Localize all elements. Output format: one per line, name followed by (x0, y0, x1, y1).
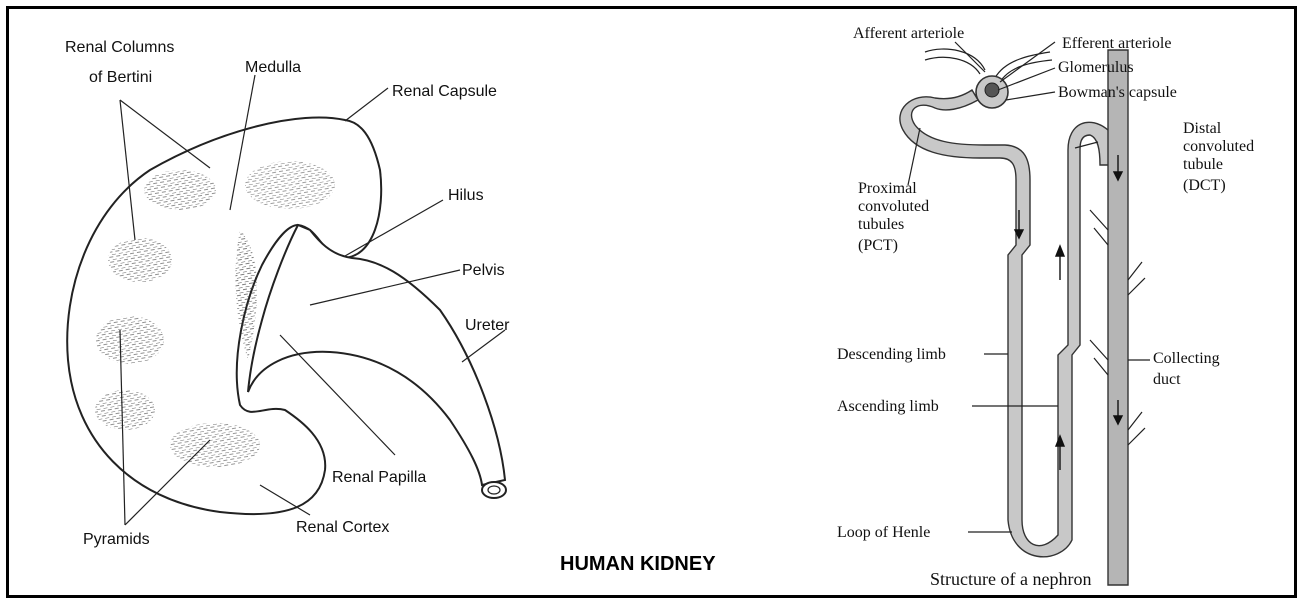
label-distal-2: convoluted (1183, 138, 1254, 155)
label-medulla: Medulla (245, 59, 301, 76)
label-proximal-1: Proximal (858, 180, 917, 197)
label-afferent-arteriole: Afferent arteriole (853, 25, 964, 42)
nephron-title: Structure of a nephron (930, 569, 1091, 589)
label-renal-columns: Renal Columns (65, 39, 174, 56)
kidney-diagram: Renal Columns of Bertini Medulla Renal C… (65, 39, 716, 575)
label-renal-cortex: Renal Cortex (296, 519, 389, 536)
label-proximal-2: convoluted (858, 198, 929, 215)
label-renal-capsule: Renal Capsule (392, 83, 497, 100)
glomerulus (985, 83, 999, 97)
label-renal-columns-2: of Bertini (89, 69, 152, 86)
label-glomerulus: Glomerulus (1058, 59, 1134, 76)
efferent-arteriole (995, 52, 1052, 82)
kidney-title: HUMAN KIDNEY (560, 553, 716, 575)
label-hilus: Hilus (448, 187, 484, 204)
proximal-tubule (900, 90, 1113, 557)
label-proximal-3: tubules (858, 216, 904, 233)
label-bowmans-capsule: Bowman's capsule (1058, 84, 1177, 101)
label-distal-1: Distal (1183, 120, 1222, 137)
label-ureter: Ureter (465, 317, 510, 334)
afferent-arteriole (925, 49, 985, 74)
label-proximal-4: (PCT) (858, 237, 898, 254)
label-descending-limb: Descending limb (837, 346, 946, 363)
label-collecting-1: Collecting (1153, 350, 1220, 367)
label-collecting-2: duct (1153, 371, 1181, 388)
label-efferent-arteriole: Efferent arteriole (1062, 35, 1171, 52)
label-pelvis: Pelvis (462, 262, 505, 279)
label-distal-4: (DCT) (1183, 177, 1226, 194)
label-loop-of-henle: Loop of Henle (837, 524, 930, 541)
label-renal-papilla: Renal Papilla (332, 469, 426, 486)
label-ascending-limb: Ascending limb (837, 398, 939, 415)
label-pyramids: Pyramids (83, 531, 150, 548)
collecting-duct (1108, 50, 1128, 585)
label-distal-3: tubule (1183, 156, 1223, 173)
nephron-diagram: Afferent arteriole Efferent arteriole Gl… (837, 25, 1254, 589)
